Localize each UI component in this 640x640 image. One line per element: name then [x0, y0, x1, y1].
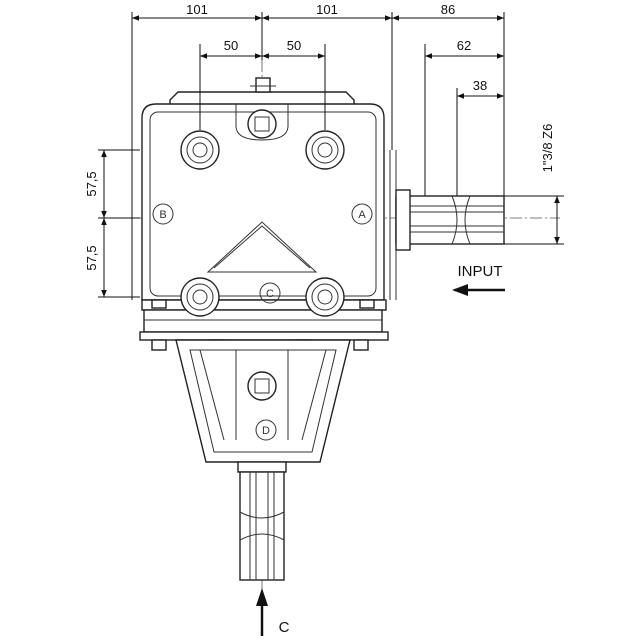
dim-101-left: 101	[186, 2, 208, 17]
dim-38: 38	[473, 78, 487, 93]
port-b-label: B	[159, 209, 166, 221]
dim-50-left: 50	[224, 38, 238, 53]
dim-62: 62	[457, 38, 471, 53]
port-a-label: A	[358, 209, 366, 221]
output-indicator: C	[256, 588, 290, 636]
dim-101-right: 101	[316, 2, 338, 17]
input-label: INPUT	[458, 263, 503, 280]
bolt-top-left	[180, 130, 220, 170]
port-c: C	[259, 282, 281, 304]
bolt-bottom-left	[180, 277, 220, 317]
port-c-label: C	[266, 288, 274, 300]
bolt-top-center	[247, 109, 277, 139]
bolt-lower-center	[247, 371, 277, 401]
input-arrow-icon	[452, 284, 468, 296]
port-b: B	[152, 203, 174, 225]
port-a: A	[351, 203, 373, 225]
input-shaft	[395, 189, 505, 251]
input-indicator: INPUT	[452, 263, 505, 296]
bolt-bottom-right	[305, 277, 345, 317]
port-d: D	[255, 419, 277, 441]
dim-57-5-upper: 57,5	[84, 171, 99, 196]
lower-housing	[175, 339, 351, 473]
bolt-top-right	[305, 130, 345, 170]
output-label: C	[279, 619, 290, 636]
dim-57-5-lower: 57,5	[84, 245, 99, 270]
output-shaft	[239, 471, 285, 581]
dim-50-right: 50	[287, 38, 301, 53]
dim-86: 86	[441, 2, 455, 17]
output-arrow-icon	[256, 588, 268, 606]
port-d-label: D	[262, 425, 270, 437]
dimension-lines	[98, 12, 564, 300]
spline-spec-label: 1"3/8 Z6	[540, 124, 555, 173]
